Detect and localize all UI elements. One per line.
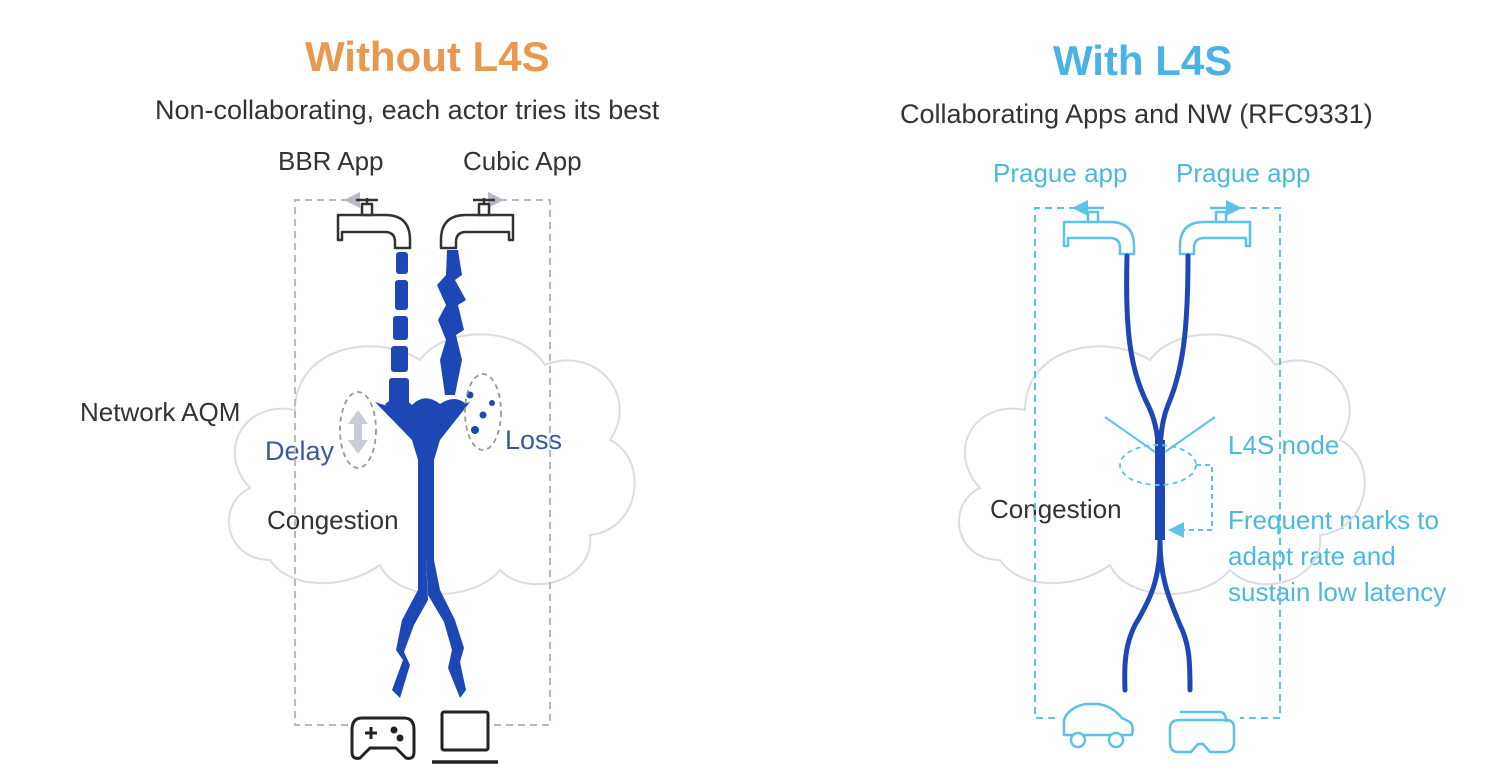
- l4s-node-label: L4S node: [1228, 430, 1340, 460]
- shared-bottleneck: [1155, 440, 1165, 540]
- left-feedback-loop-right: [488, 192, 551, 726]
- right-congestion-label: Congestion: [990, 494, 1122, 524]
- left-feedback-loop: [294, 192, 360, 726]
- loss-ellipse: [464, 373, 502, 451]
- left-subtitle: Non-collaborating, each actor tries its …: [155, 95, 660, 125]
- left-title: Without L4S: [305, 33, 550, 80]
- delay-label: Delay: [265, 436, 335, 466]
- cubic-app-label: Cubic App: [463, 146, 582, 176]
- marks-feedback-arrow: [1168, 464, 1213, 538]
- prague-faucet-right-icon: [1178, 206, 1252, 256]
- loss-drops: [466, 391, 495, 434]
- right-title: With L4S: [1053, 37, 1233, 84]
- left-congestion-label: Congestion: [267, 505, 399, 535]
- faucet-left-icon: [336, 198, 412, 250]
- right-feedback-loop-left: [1034, 200, 1088, 719]
- vr-headset-icon: [1168, 710, 1236, 754]
- bbr-app-label: BBR App: [278, 146, 384, 176]
- left-network-cloud: [227, 333, 636, 595]
- funnel-splash: [385, 398, 466, 415]
- aqm-funnel: [375, 402, 470, 560]
- faucet-right-icon: [439, 198, 515, 250]
- prague-app-right-label: Prague app: [1176, 158, 1311, 188]
- cubic-flow: [437, 250, 466, 395]
- left-split-right: [426, 560, 466, 698]
- car-icon: [1062, 702, 1134, 749]
- right-subtitle: Collaborating Apps and NW (RFC9331): [900, 99, 1373, 129]
- marks-line-1: Frequent marks to: [1228, 505, 1439, 535]
- bbr-flow: [389, 252, 409, 408]
- delay-arrow-icon: [348, 410, 368, 454]
- prague-app-left-label: Prague app: [993, 158, 1128, 188]
- right-feedback-loop-right: [1226, 200, 1281, 719]
- delay-ellipse: [339, 391, 377, 469]
- loss-label: Loss: [505, 425, 563, 455]
- prague-flow-left: [1122, 253, 1163, 693]
- laptop-icon: [432, 710, 498, 764]
- network-aqm-label: Network AQM: [80, 397, 241, 427]
- gamepad-icon: [350, 716, 416, 760]
- left-split-left: [392, 560, 428, 698]
- prague-faucet-left-icon: [1062, 206, 1136, 256]
- right-network-cloud: [957, 333, 1366, 595]
